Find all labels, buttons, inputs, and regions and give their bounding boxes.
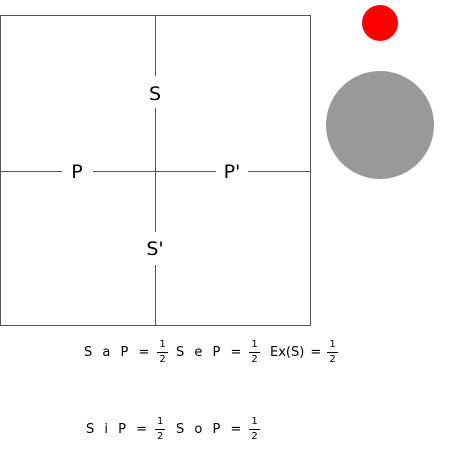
equation-lhs: Ex(S) = — [270, 345, 322, 360]
equation-ex-s: Ex(S) = 1 2 — [270, 340, 338, 365]
label-s-prime: S' — [146, 238, 163, 260]
equation-sop: S o P = 1 2 — [176, 417, 260, 442]
fraction-numerator: 1 — [155, 417, 166, 430]
fraction-numerator: 1 — [327, 340, 338, 353]
fraction: 1 2 — [155, 417, 166, 442]
label-p-prime: P' — [224, 161, 241, 183]
fraction-denominator: 2 — [251, 354, 258, 365]
equation-lhs: S o P = — [176, 422, 244, 437]
fraction: 1 2 — [157, 340, 168, 365]
fraction: 1 2 — [249, 340, 260, 365]
fraction: 1 2 — [249, 417, 260, 442]
equation-lhs: S i P = — [86, 422, 149, 437]
equation-sip: S i P = 1 2 — [86, 417, 166, 442]
equation-lhs: S a P = — [84, 345, 152, 360]
fraction-numerator: 1 — [249, 340, 260, 353]
fraction-numerator: 1 — [249, 417, 260, 430]
fraction-denominator: 2 — [251, 431, 258, 442]
label-s: S — [149, 83, 161, 105]
large-gray-circle — [326, 71, 434, 179]
fraction-denominator: 2 — [329, 354, 336, 365]
equation-lhs: S e P = — [176, 345, 244, 360]
fraction: 1 2 — [327, 340, 338, 365]
fraction-denominator: 2 — [157, 431, 164, 442]
small-red-circle — [362, 5, 398, 41]
equation-sep: S e P = 1 2 — [176, 340, 260, 365]
label-p: P — [71, 161, 82, 183]
fraction-numerator: 1 — [157, 340, 168, 353]
equation-sap: S a P = 1 2 — [84, 340, 168, 365]
fraction-denominator: 2 — [159, 354, 166, 365]
